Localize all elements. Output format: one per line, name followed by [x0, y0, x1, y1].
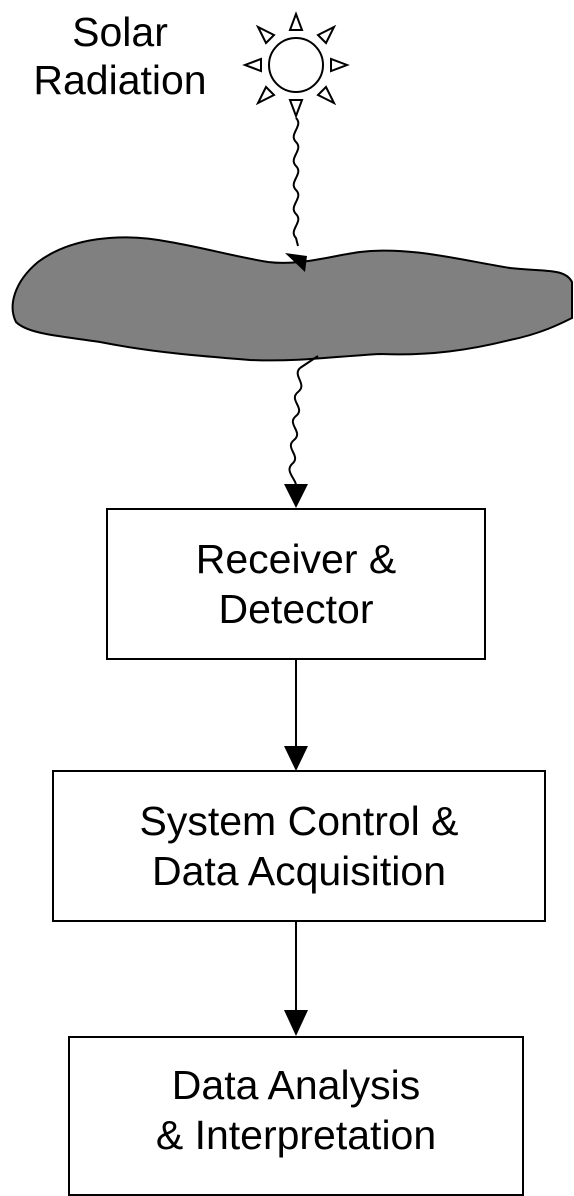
cloud-shape [11, 236, 573, 362]
arrowhead-to-analysis [284, 1010, 308, 1036]
solar-label-line1: Solar [72, 9, 168, 55]
data-analysis-box: Data Analysis & Interpretation [68, 1036, 524, 1196]
analysis-box-line2: & Interpretation [155, 1112, 437, 1158]
solar-label-line2: Radiation [33, 57, 207, 103]
arrowhead-incoming [285, 253, 307, 272]
receiver-detector-box: Receiver & Detector [106, 508, 486, 660]
arrowhead-to-receiver [284, 484, 308, 508]
system-box-line1: System Control & [139, 798, 459, 844]
receiver-box-line2: Detector [218, 586, 374, 632]
solar-radiation-label: Solar Radiation [10, 8, 230, 104]
receiver-box-line1: Receiver & [195, 536, 397, 582]
radiation-ray-exit-segment [299, 355, 319, 369]
sun-icon [242, 11, 350, 119]
arrowhead-to-system [284, 746, 308, 771]
radiation-ray-outgoing [288, 367, 303, 489]
system-box-line2: Data Acquisition [151, 848, 446, 894]
system-control-box: System Control & Data Acquisition [52, 770, 546, 922]
analysis-box-line1: Data Analysis [171, 1062, 421, 1108]
radiation-ray-incoming [292, 117, 300, 247]
